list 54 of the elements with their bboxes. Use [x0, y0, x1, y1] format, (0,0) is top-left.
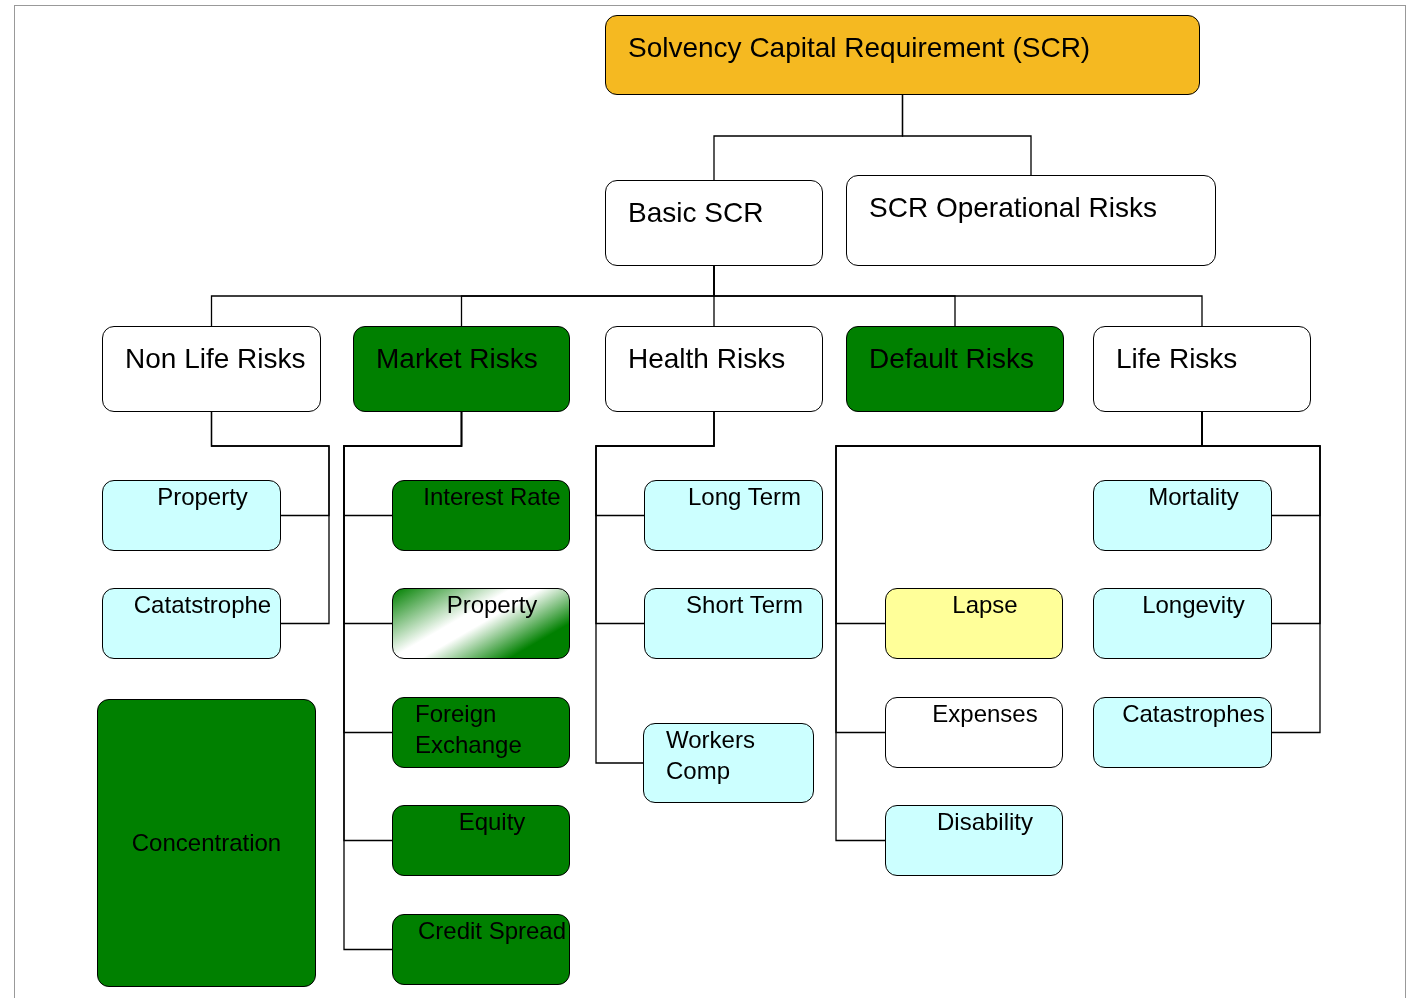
category-box [605, 326, 823, 412]
risk-box [643, 723, 814, 803]
category-box [605, 180, 823, 266]
node-label: Foreign Exchange [415, 699, 523, 761]
category-box [605, 15, 1200, 95]
node-label: Catastrophes [1122, 699, 1265, 729]
node-label: Solvency Capital Requirement (SCR) [628, 31, 1091, 65]
connector-line [210, 411, 330, 625]
risk-box [1093, 697, 1272, 768]
risk-box [102, 480, 281, 551]
risk-box [885, 805, 1063, 876]
node-label: Property [157, 482, 248, 512]
risk-box [644, 588, 823, 659]
node-label: SCR Operational Risks [869, 191, 1157, 225]
risk-box [1093, 588, 1272, 659]
node-label: Lapse [952, 590, 1018, 620]
connector-line [595, 411, 715, 764]
risk-box [392, 480, 570, 551]
node-label: Concentration [131, 828, 282, 859]
risk-box [644, 480, 823, 551]
node-label: Health Risks [628, 342, 786, 376]
node-label: Disability [937, 807, 1033, 837]
node-label: Basic SCR [628, 196, 764, 230]
risk-box [102, 588, 281, 659]
category-box [102, 326, 321, 412]
node-label: Longevity [1142, 590, 1245, 620]
category-box [846, 175, 1216, 266]
node-label: Catatstrophe [133, 590, 272, 620]
category-box [1093, 326, 1311, 412]
risk-box [97, 699, 316, 987]
risk-box [392, 697, 570, 768]
node-label: Life Risks [1116, 342, 1238, 376]
node-label: Workers Comp [666, 725, 756, 787]
node-label: Equity [458, 807, 526, 837]
risk-box [885, 588, 1063, 659]
node-label: Long Term [688, 482, 801, 512]
risk-box [392, 914, 570, 985]
node-label: Non Life Risks [125, 342, 306, 376]
risk-box [392, 588, 570, 659]
node-label: Expenses [932, 699, 1038, 729]
node-label: Market Risks [376, 342, 538, 376]
node-label: Default Risks [869, 342, 1034, 376]
node-label: Property [446, 590, 538, 620]
connector-line [901, 94, 1032, 176]
risk-box [392, 805, 570, 876]
category-box [353, 326, 570, 412]
node-label: Credit Spread [417, 916, 567, 946]
risk-box [1093, 480, 1272, 551]
category-box [846, 326, 1064, 412]
node-label: Mortality [1148, 482, 1239, 512]
risk-box [885, 697, 1063, 768]
node-label: Short Term [686, 590, 803, 620]
connector-line [343, 411, 463, 951]
node-label: Interest Rate [423, 482, 561, 512]
